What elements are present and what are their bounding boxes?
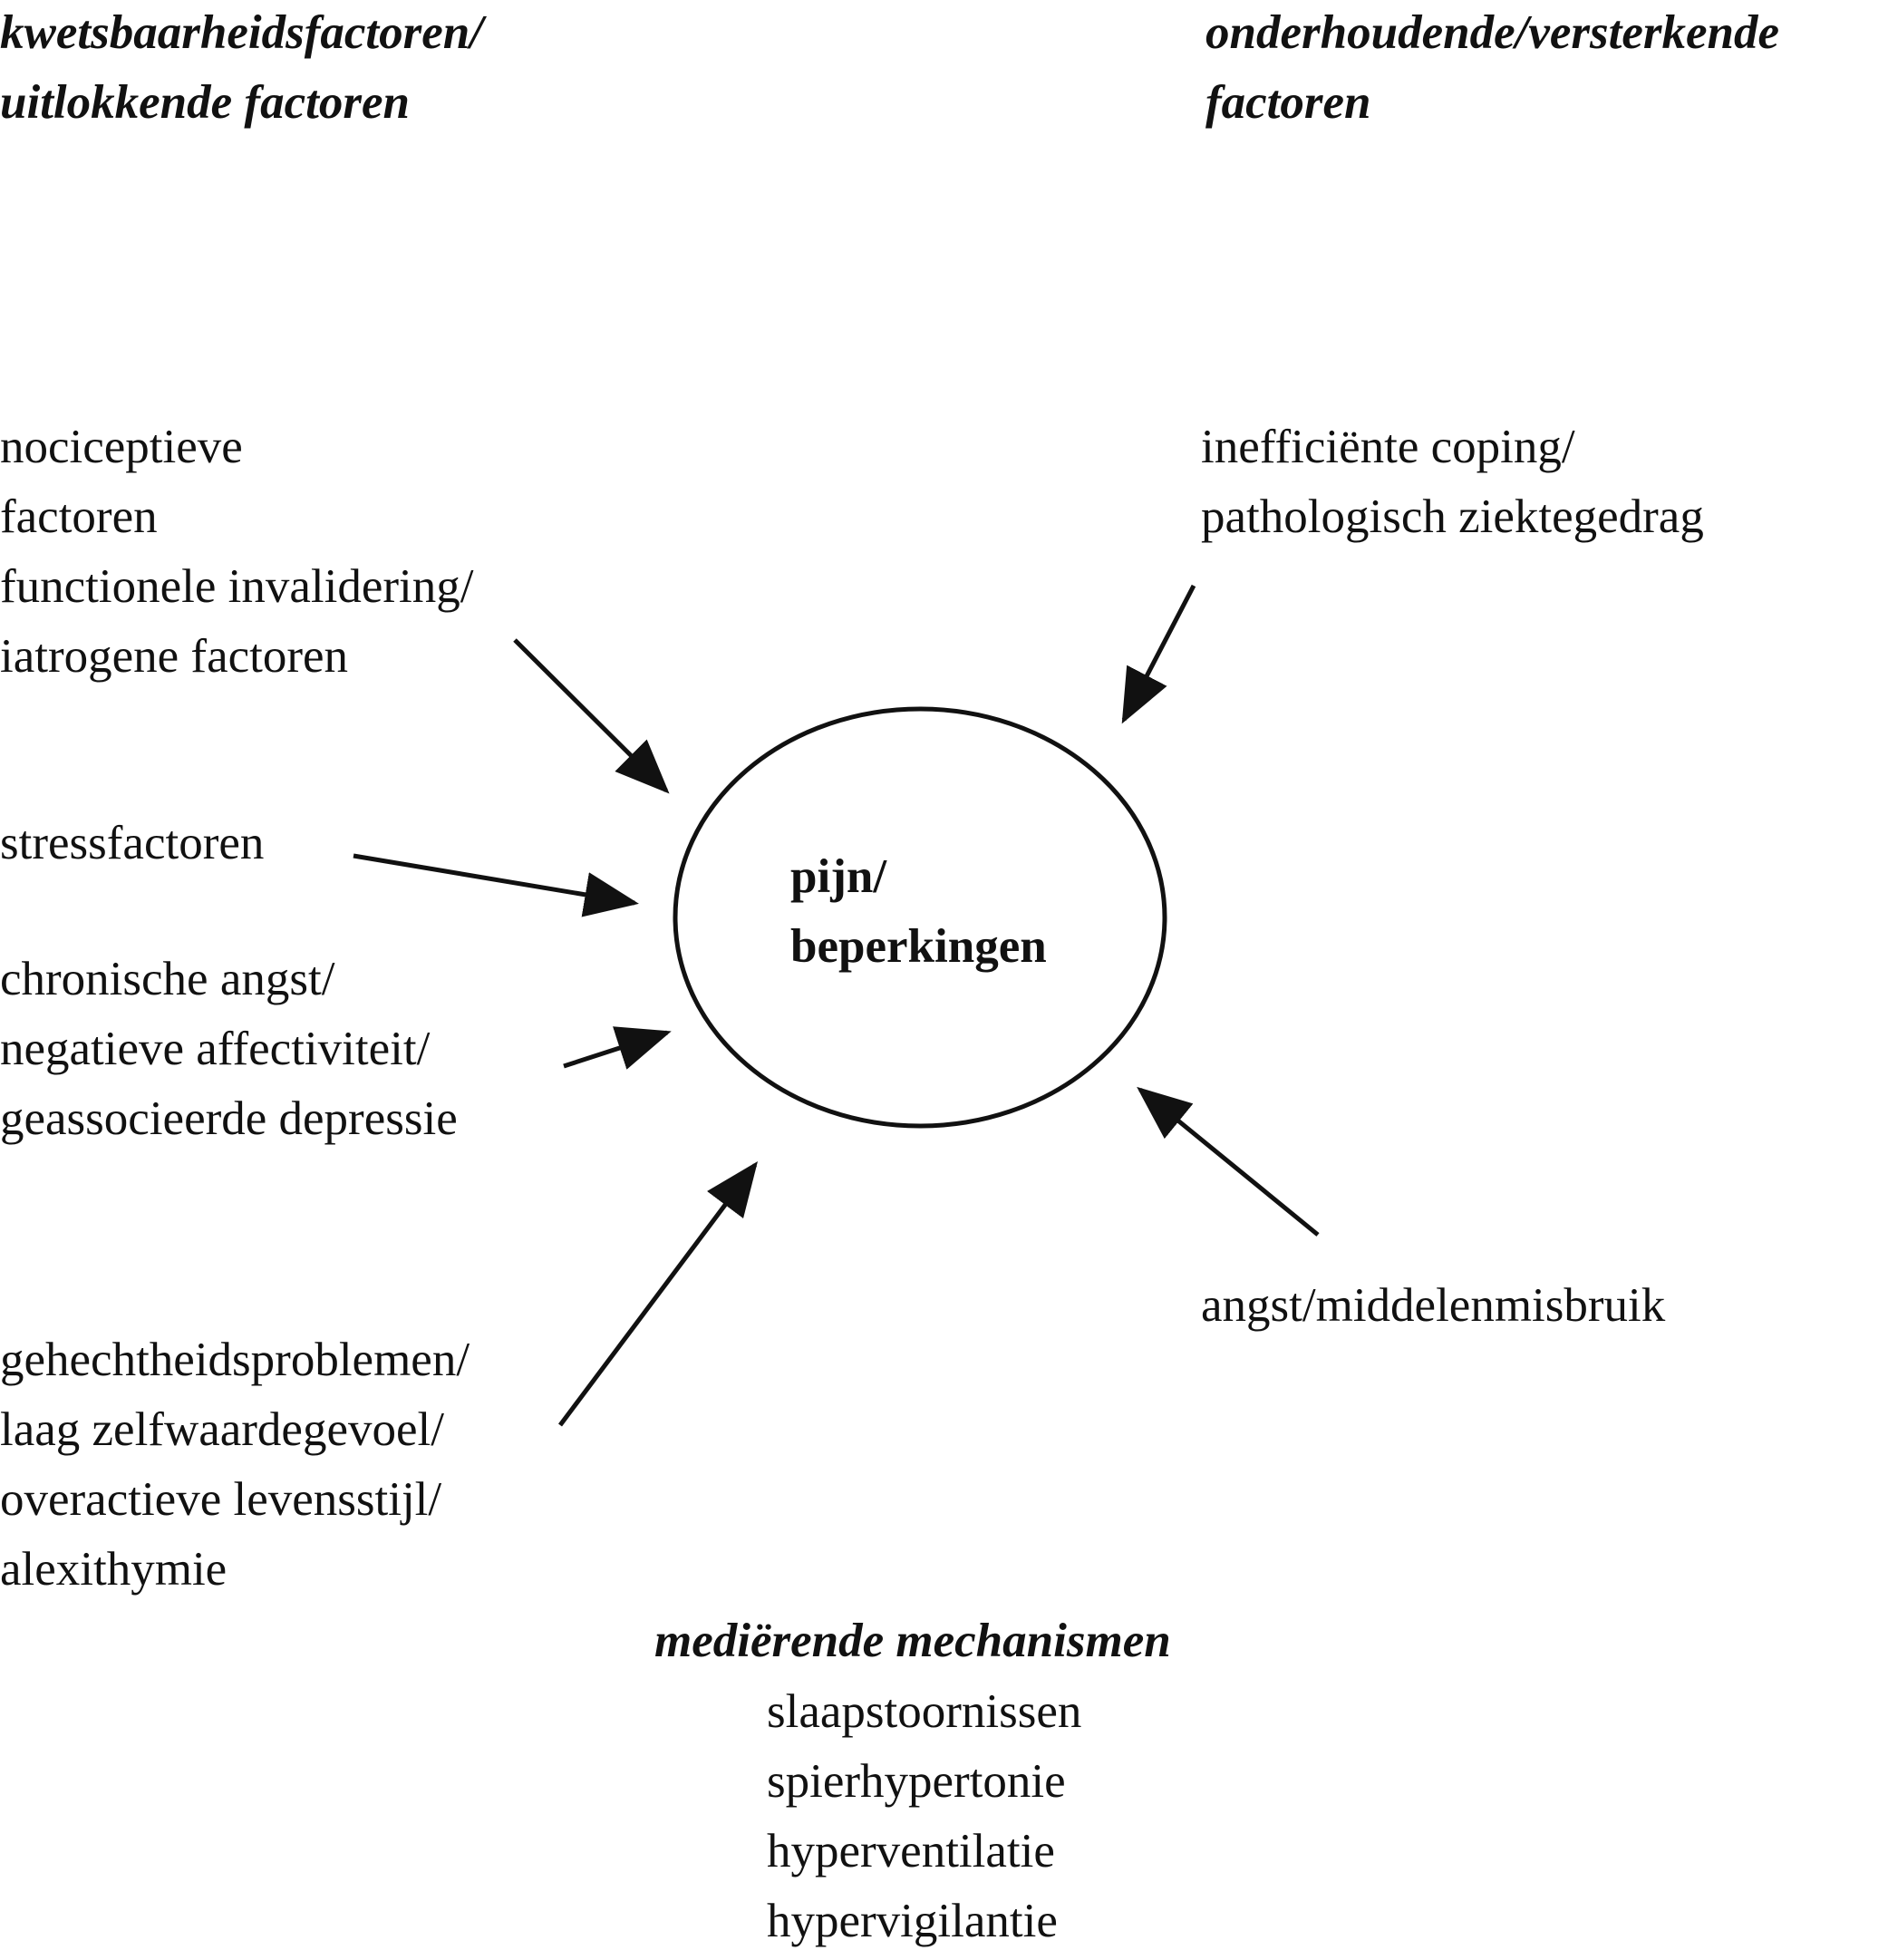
center-ellipse — [673, 706, 1167, 1129]
arrow-coping — [1121, 584, 1196, 724]
center-label: pijn/ beperkingen — [790, 842, 1047, 982]
factor-attachment: gehechtheidsproblemen/ laag zelfwaardege… — [0, 1325, 470, 1605]
arrow-stress — [353, 853, 639, 917]
heading-left-line-2: uitlokkende factoren — [0, 76, 410, 129]
mediating-list: slaapstoornissen spierhypertonie hyperve… — [767, 1677, 1081, 1956]
factor-coping-line-1: inefficiënte coping/ — [1201, 421, 1575, 473]
heading-right: onderhoudende/versterkende factoren — [1205, 0, 1779, 138]
factor-substance-line-1: angst/middelenmisbruik — [1201, 1279, 1666, 1332]
mediating-item-4: hypervigilantie — [767, 1895, 1058, 1947]
heading-right-line-1: onderhoudende/versterkende — [1205, 6, 1780, 59]
factor-attachment-line-3: overactieve levensstijl/ — [0, 1473, 442, 1526]
factor-attachment-line-4: alexithymie — [0, 1543, 228, 1596]
factor-stress-line-1: stressfactoren — [0, 817, 265, 869]
factor-coping-line-2: pathologisch ziektegedrag — [1201, 490, 1704, 543]
factor-nociceptive: nociceptieve factoren functionele invali… — [0, 412, 473, 692]
heading-right-line-2: factoren — [1205, 76, 1371, 129]
heading-left: kwetsbaarheidsfactoren/ uitlokkende fact… — [0, 0, 483, 138]
factor-attachment-line-1: gehechtheidsproblemen/ — [0, 1334, 470, 1386]
factor-anxiety-line-2: negatieve affectiviteit/ — [0, 1023, 431, 1075]
heading-bottom: mediërende mechanismen — [654, 1606, 1171, 1676]
mediating-item-2: spierhypertonie — [767, 1755, 1066, 1808]
center-label-line-1: pijn/ — [790, 850, 887, 903]
arrow-nociceptive — [513, 638, 670, 794]
factor-anxiety-line-3: geassocieerde depressie — [0, 1092, 458, 1145]
factor-anxiety: chronische angst/ negatieve affectivitei… — [0, 945, 458, 1154]
factor-nociceptive-line-4: iatrogene factoren — [0, 630, 349, 683]
factor-stress: stressfactoren — [0, 809, 264, 878]
factor-coping: inefficiënte coping/ pathologisch ziekte… — [1201, 412, 1704, 552]
center-label-line-2: beperkingen — [790, 920, 1047, 973]
factor-anxiety-line-1: chronische angst/ — [0, 953, 335, 1005]
factor-nociceptive-line-2: factoren — [0, 490, 158, 543]
arrow-attachment — [557, 1160, 758, 1427]
factor-nociceptive-line-1: nociceptieve — [0, 421, 243, 473]
heading-left-line-1: kwetsbaarheidsfactoren/ — [0, 6, 483, 59]
factor-nociceptive-line-3: functionele invalidering/ — [0, 560, 474, 613]
arrow-anxiety — [563, 1026, 672, 1070]
heading-bottom-line-1: mediërende mechanismen — [654, 1615, 1171, 1667]
factor-attachment-line-2: laag zelfwaardegevoel/ — [0, 1403, 444, 1456]
arrow-substance — [1137, 1086, 1320, 1237]
mediating-item-1: slaapstoornissen — [767, 1685, 1082, 1738]
mediating-item-3: hyperventilatie — [767, 1825, 1055, 1878]
factor-substance: angst/middelenmisbruik — [1201, 1271, 1665, 1341]
